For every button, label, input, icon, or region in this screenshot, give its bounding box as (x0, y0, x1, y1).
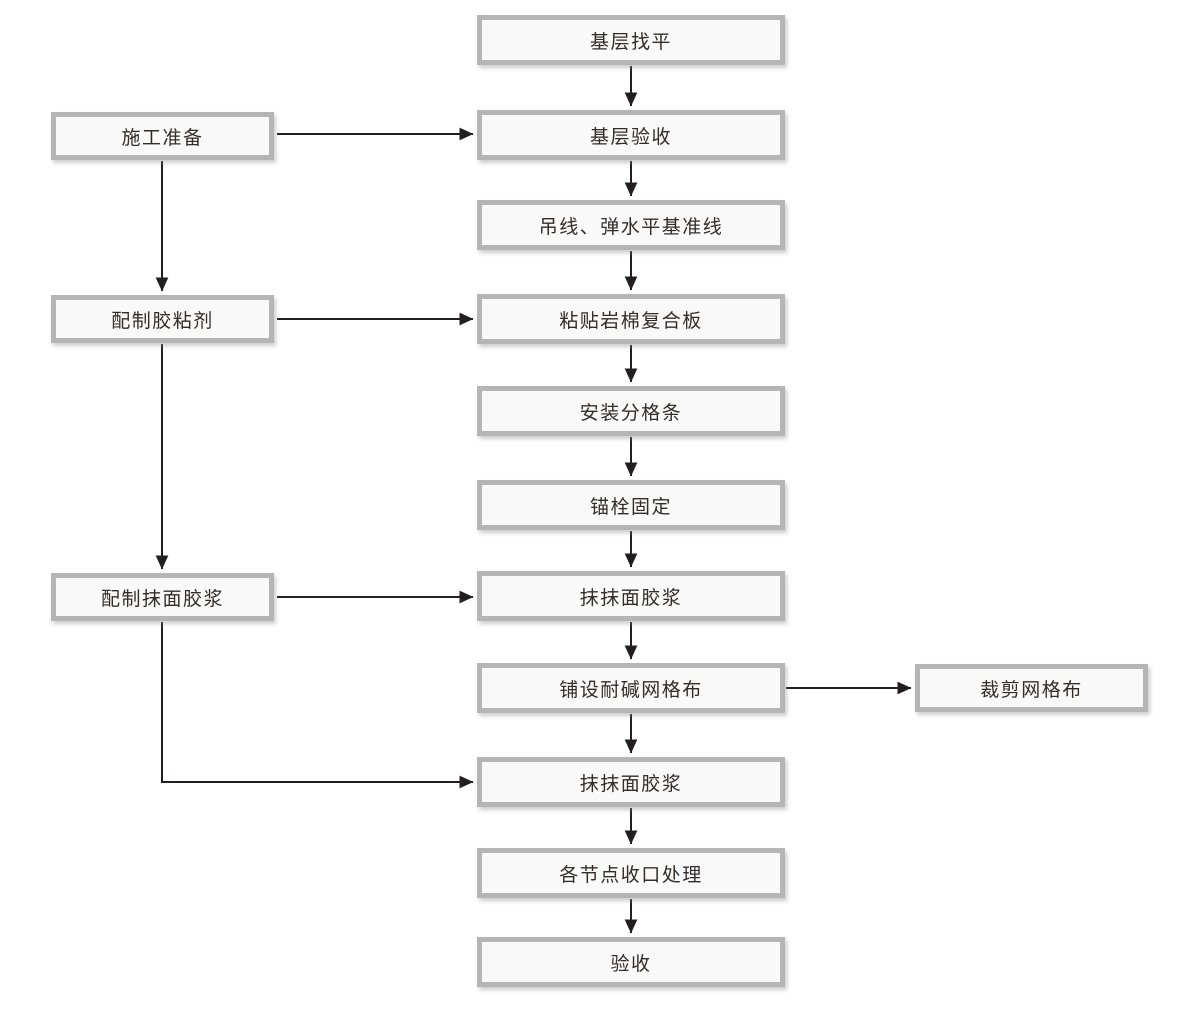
node-label: 配制抹面胶浆 (100, 588, 224, 610)
node-label: 各节点收口处理 (559, 864, 703, 886)
node-apply-surface-mortar-1: 抹抹面胶浆 (477, 571, 785, 621)
node-cut-mesh-cloth: 裁剪网格布 (915, 664, 1148, 712)
node-prepare-surface-mortar: 配制抹面胶浆 (51, 573, 274, 621)
node-label: 施工准备 (121, 127, 204, 149)
node-paste-rockwool-board: 粘贴岩棉复合板 (477, 294, 785, 344)
node-closure-treatment: 各节点收口处理 (477, 848, 785, 898)
node-construction-preparation: 施工准备 (51, 112, 274, 160)
node-anchor-fixing: 锚栓固定 (477, 480, 785, 530)
node-lay-alkali-resistant-mesh: 铺设耐碱网格布 (477, 663, 785, 713)
node-level-reference-line: 吊线、弹水平基准线 (477, 200, 785, 250)
arrow-prepare-surface-mortar-to-apply-surface-mortar-2 (161, 622, 474, 789)
node-base-inspection: 基层验收 (477, 110, 785, 160)
node-label: 粘贴岩棉复合板 (559, 310, 703, 332)
node-label: 基层找平 (589, 31, 672, 53)
node-prepare-adhesive: 配制胶粘剂 (51, 295, 274, 343)
node-label: 吊线、弹水平基准线 (538, 216, 724, 238)
node-label: 裁剪网格布 (980, 679, 1083, 701)
node-base-leveling: 基层找平 (477, 15, 785, 65)
node-label: 抹抹面胶浆 (579, 773, 683, 795)
node-apply-surface-mortar-2: 抹抹面胶浆 (477, 757, 785, 807)
node-install-grid-strips: 安装分格条 (477, 386, 785, 436)
node-label: 配制胶粘剂 (111, 310, 214, 332)
node-label: 锚栓固定 (589, 496, 672, 518)
node-label: 安装分格条 (579, 402, 683, 424)
node-final-acceptance: 验收 (477, 937, 785, 987)
node-label: 抹抹面胶浆 (579, 587, 683, 609)
node-label: 铺设耐碱网格布 (559, 679, 703, 701)
node-label: 验收 (610, 953, 652, 975)
node-label: 基层验收 (589, 126, 672, 148)
